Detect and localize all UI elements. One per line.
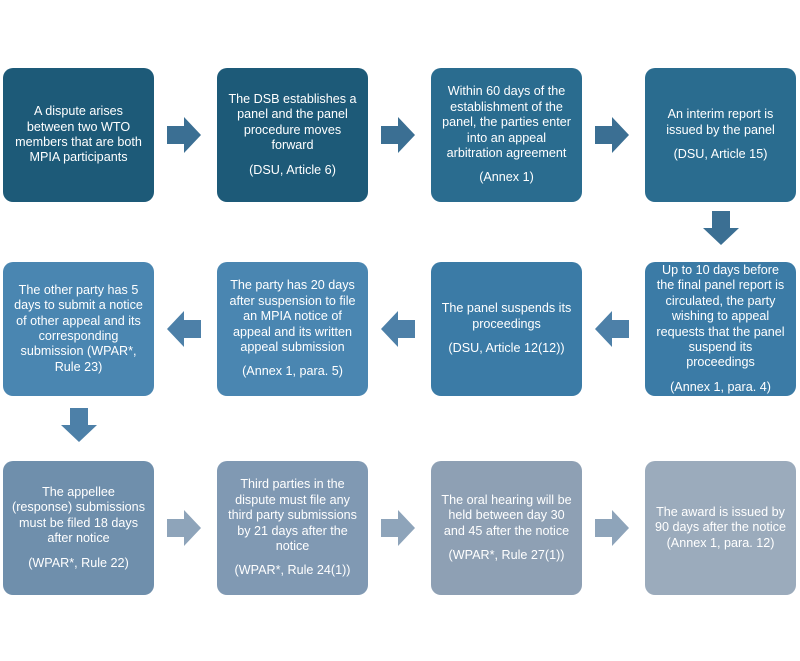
arrow-right-icon — [167, 117, 201, 153]
arrow-left-icon — [167, 311, 201, 347]
step-5-reference: (Annex 1, para. 4) — [670, 379, 771, 394]
step-4-reference: (DSU, Article 15) — [673, 147, 768, 162]
step-10-reference: (WPAR*, Rule 24(1)) — [234, 563, 351, 578]
arrow-right-icon — [595, 510, 629, 546]
step-3-text: Within 60 days of the establishment of t… — [442, 84, 571, 160]
step-10-third-party-submissions: Third parties in the dispute must file a… — [217, 461, 368, 595]
step-9-reference: (WPAR*, Rule 22) — [28, 555, 129, 570]
step-1-text: A dispute arises between two WTO members… — [15, 104, 142, 165]
step-9-appellee-submissions: The appellee (response) submissions must… — [3, 461, 154, 595]
arrow-right-icon — [167, 510, 201, 546]
step-11-text: The oral hearing will be held between da… — [441, 492, 572, 538]
step-8-other-appeal: The other party has 5 days to submit a n… — [3, 262, 154, 396]
step-11-reference: (WPAR*, Rule 27(1)) — [448, 547, 565, 562]
step-4-interim-report: An interim report is issued by the panel… — [645, 68, 796, 202]
step-10-text: Third parties in the dispute must file a… — [228, 477, 357, 553]
step-3-reference: (Annex 1) — [479, 170, 534, 185]
step-2-text: The DSB establishes a panel and the pane… — [228, 91, 357, 153]
step-4-text: An interim report is issued by the panel — [666, 107, 775, 137]
step-7-notice-of-appeal: The party has 20 days after suspension t… — [217, 262, 368, 396]
step-5-text: Up to 10 days before the final panel rep… — [656, 262, 785, 370]
step-11-oral-hearing: The oral hearing will be held between da… — [431, 461, 582, 595]
step-12-text: The award is issued by 90 days after the… — [655, 504, 786, 550]
arrow-right-icon — [381, 117, 415, 153]
step-3-appeal-agreement: Within 60 days of the establishment of t… — [431, 68, 582, 202]
arrow-shape — [595, 117, 629, 153]
arrow-down-icon — [61, 408, 97, 442]
step-7-reference: (Annex 1, para. 5) — [242, 364, 343, 379]
step-6-panel-suspends: The panel suspends its proceedings (DSU,… — [431, 262, 582, 396]
arrow-shape — [381, 311, 415, 347]
arrow-right-icon — [595, 117, 629, 153]
arrow-right-icon — [381, 510, 415, 546]
step-7-text: The party has 20 days after suspension t… — [229, 278, 356, 354]
step-6-text: The panel suspends its proceedings — [441, 301, 572, 331]
step-5-suspension-request: Up to 10 days before the final panel rep… — [645, 262, 796, 396]
arrow-left-icon — [381, 311, 415, 347]
arrow-shape — [167, 117, 201, 153]
step-9-text: The appellee (response) submissions must… — [12, 484, 145, 546]
step-6-reference: (DSU, Article 12(12)) — [448, 341, 565, 356]
arrow-shape — [381, 510, 415, 546]
arrow-shape — [595, 510, 629, 546]
step-8-text: The other party has 5 days to submit a n… — [14, 282, 143, 374]
step-2-panel-established: The DSB establishes a panel and the pane… — [217, 68, 368, 202]
arrow-shape — [167, 510, 201, 546]
step-2-reference: (DSU, Article 6) — [249, 162, 336, 177]
arrow-shape — [167, 311, 201, 347]
arrow-left-icon — [595, 311, 629, 347]
arrow-shape — [703, 211, 739, 245]
step-12-award-issued: The award is issued by 90 days after the… — [645, 461, 796, 595]
arrow-shape — [61, 408, 97, 442]
step-1-dispute-arises: A dispute arises between two WTO members… — [3, 68, 154, 202]
arrow-shape — [595, 311, 629, 347]
arrow-down-icon — [703, 211, 739, 245]
arrow-shape — [381, 117, 415, 153]
